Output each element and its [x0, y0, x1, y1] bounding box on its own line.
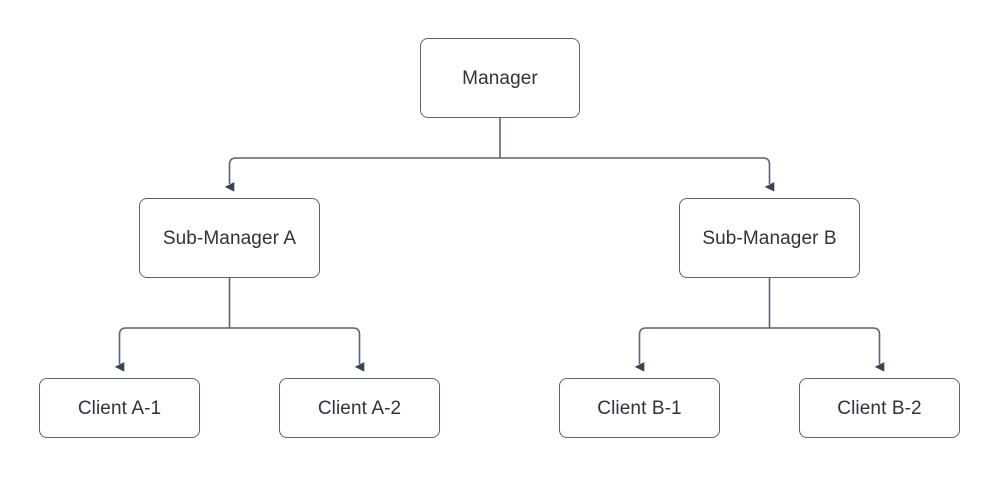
node-client-b-1-label: Client B-1: [597, 397, 682, 419]
node-client-b-2[interactable]: Client B-2: [799, 378, 960, 438]
node-manager-label: Manager: [462, 67, 538, 89]
node-client-a-2[interactable]: Client A-2: [279, 378, 440, 438]
node-sub-manager-b-label: Sub-Manager B: [702, 227, 837, 249]
edge-sub-manager-a-to-client-a-1: [114, 327, 230, 372]
node-client-a-1[interactable]: Client A-1: [39, 378, 200, 438]
edge-manager-to-sub-manager-a: [224, 157, 500, 192]
edge-sub-manager-b-to-client-b-2: [769, 327, 885, 372]
node-sub-manager-a[interactable]: Sub-Manager A: [139, 198, 320, 278]
node-sub-manager-a-label: Sub-Manager A: [162, 227, 297, 249]
node-client-a-2-label: Client A-2: [317, 397, 402, 419]
edge-sub-manager-a-to-client-a-2: [229, 327, 365, 372]
edge-manager-to-sub-manager-b: [500, 157, 775, 192]
node-sub-manager-b[interactable]: Sub-Manager B: [679, 198, 860, 278]
node-client-a-1-label: Client A-1: [77, 397, 162, 419]
node-manager[interactable]: Manager: [420, 38, 580, 118]
node-client-b-2-label: Client B-2: [837, 397, 922, 419]
node-client-b-1[interactable]: Client B-1: [559, 378, 720, 438]
edge-sub-manager-b-to-client-b-1: [634, 327, 770, 372]
